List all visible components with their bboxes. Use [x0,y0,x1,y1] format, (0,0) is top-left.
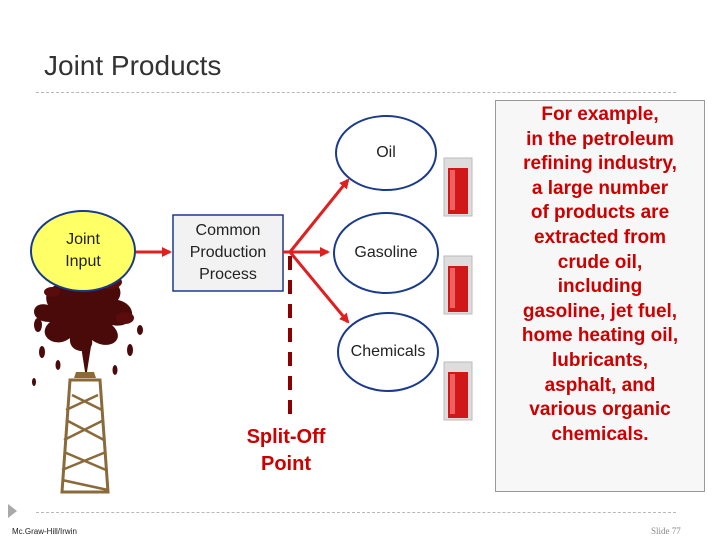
slide-bullet-triangle [8,504,17,518]
example-line: asphalt, and [544,374,656,396]
footer-divider [36,512,676,513]
chemicals-container-icon [443,361,473,421]
example-line: of products are [530,202,670,224]
example-callout-box [495,100,705,492]
gasoline-container-icon [443,255,473,315]
arrow-to-chemicals [288,251,350,324]
example-line: home heating oil, [521,325,679,347]
chemicals-label: Chemicals [350,343,426,360]
example-line: For example, [541,104,659,125]
example-line: lubricants, [551,349,649,371]
oil-container-icon [443,157,473,217]
publisher-footer: Mc.Graw-Hill/Irwin [12,527,77,536]
process-label: Common Production Process [173,220,283,286]
example-line: a large number [531,177,669,199]
process-label-line: Process [199,266,257,283]
example-line: crude oil, [557,251,643,273]
process-label-line: Production [189,244,267,261]
joint-input-label: Joint Input [48,229,118,273]
chemicals-ellipse [337,312,439,392]
oil-label: Oil [376,144,396,161]
example-line: refining industry, [523,153,677,175]
slide-title: Joint Products [44,50,222,81]
example-line: extracted from [534,226,666,248]
common-production-process-box [172,214,284,292]
arrow-to-oil [288,178,350,253]
example-line: in the petroleum [526,128,674,150]
split-off-point-label: Split-Off Point [226,424,346,478]
joint-input-label-line: Input [65,253,101,270]
slide-number: Slide 77 [651,526,681,536]
oil-ellipse [335,115,437,191]
split-off-label-line: Split-Off [246,426,326,448]
example-line: including [557,276,643,298]
example-line: chemicals. [551,423,649,445]
joint-input-label-line: Joint [66,231,100,248]
gasoline-ellipse [333,212,439,294]
joint-input-ellipse [30,210,136,292]
oil-gusher-illustration [32,275,143,494]
process-label-line: Common [195,222,261,239]
gasoline-label: Gasoline [354,244,418,261]
example-callout-text: For example, in the petroleum refining i… [495,103,705,447]
split-off-label-line: Point [261,453,311,475]
example-line: gasoline, jet fuel, [522,300,678,322]
example-line: various organic [529,399,671,421]
title-divider [36,92,676,93]
